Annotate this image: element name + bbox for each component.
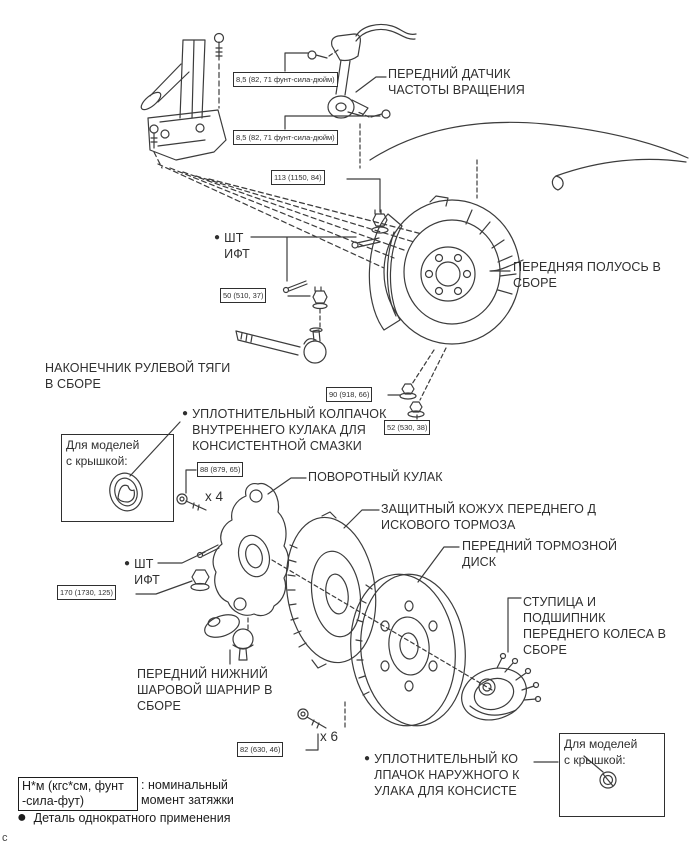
body-panel-lines xyxy=(369,121,689,191)
label-hub-bearing: СТУПИЦА И ПОДШИПНИК ПЕРЕДНЕГО КОЛЕСА В С… xyxy=(523,595,667,657)
torque-spec-ball-joint-nut: 170 (1730, 125) xyxy=(57,585,116,601)
model-note-box-inner-cap: Для моделей с крышкой: xyxy=(61,434,174,522)
torque-unit-meaning: : номинальный момент затяжки xyxy=(141,778,234,807)
ball-joint-nut-drawing xyxy=(135,544,220,595)
hub-bolt-drawing xyxy=(297,701,346,751)
torque-spec-sensor-lower: 8,5 (82, 71 фунт-сила-дюйм) xyxy=(233,130,338,146)
label-front-axle: ПЕРЕДНЯЯ ПОЛУОСЬ В СБОРЕ xyxy=(513,260,661,290)
torque-spec-hub-bolt: 82 (630, 46) xyxy=(237,742,284,758)
label-tie-rod-end: НАКОНЕЧНИК РУЛЕВОЙ ТЯГИ В СБОРЕ xyxy=(45,361,231,391)
label-brake-disc: ПЕРЕДНИЙ ТОРМОЗНОЙ ДИСК xyxy=(462,539,618,569)
label-steering-knuckle: ПОВОРОТНЫЙ КУЛАК xyxy=(308,470,443,484)
torque-spec-upper-nut: 90 (918, 66) xyxy=(326,387,373,403)
torque-spec-sensor-upper: 8,5 (82, 71 фунт-сила-дюйм) xyxy=(233,72,338,88)
label-outer-grease-cap: ● УПЛОТНИТЕЛЬНЫЙ КО ЛПАЧОК НАРУЖНОГО К У… xyxy=(364,752,520,798)
inner-grease-cap-drawing xyxy=(109,421,181,512)
leader-lines xyxy=(284,52,511,272)
speed-sensor-drawing xyxy=(307,23,478,199)
label-brake-dust-cover: ЗАЩИТНЫЙ КОЖУХ ПЕРЕДНЕГО Д ИСКОВОГО ТОРМ… xyxy=(381,502,597,532)
label-speed-sensor: ПЕРЕДНИЙ ДАТЧИК ЧАСТОТЫ ВРАЩЕНИЯ xyxy=(388,67,525,97)
assembly-dashed-lines xyxy=(157,163,423,269)
single-use-dot-icon: ● xyxy=(17,809,27,826)
hub-bearing-drawing xyxy=(461,597,542,721)
single-use-dot-icon: ● xyxy=(182,408,189,419)
single-use-dot-icon: ● xyxy=(214,232,221,243)
label-cotter-pin-top: ● ШТ ИФТ xyxy=(214,231,250,261)
single-use-legend-text: Деталь однократного применения xyxy=(33,811,231,825)
label-inner-grease-cap: ● УПЛОТНИТЕЛЬНЫЙ КОЛПАЧОК ВНУТРЕННЕГО КУ… xyxy=(182,407,387,453)
tie-rod-drawing xyxy=(235,286,328,364)
dust-shield-drawing xyxy=(285,509,380,669)
single-use-dot-icon: ● xyxy=(124,558,131,569)
axle-nut-and-pin-drawing xyxy=(250,209,389,294)
torque-spec-tie-rod-nut: 50 (510, 37) xyxy=(220,288,267,304)
quantity-x6: x 6 xyxy=(320,729,339,744)
model-note-box-outer-cap: Для моделей с крышкой: xyxy=(559,733,665,817)
single-use-dot-icon: ● xyxy=(364,753,371,764)
single-use-legend: ● Деталь однократного применения xyxy=(17,810,230,826)
front-axle-drawing xyxy=(368,195,524,345)
torque-spec-knuckle-bolt: 88 (879, 65) xyxy=(197,462,244,478)
knuckle-bolt-drawing xyxy=(176,469,207,511)
label-cotter-pin-lower: ● ШТ ИФТ xyxy=(124,557,160,587)
torque-spec-lower-nut: 52 (530, 38) xyxy=(384,420,431,436)
lower-nuts-drawing xyxy=(387,347,447,420)
corner-char: c xyxy=(2,832,8,844)
strut-drawing xyxy=(140,32,227,169)
torque-unit-legend-box: Н*м (кгс*см, фунт -сила-фут) xyxy=(18,777,138,811)
outer-grease-cap-drawing xyxy=(533,755,617,789)
quantity-x4: x 4 xyxy=(205,489,224,504)
torque-spec-axle-nut: 113 (1150, 84) xyxy=(271,170,325,186)
knuckle-drawing xyxy=(212,477,307,617)
ball-joint-drawing xyxy=(204,614,254,665)
brake-disc-drawing xyxy=(271,546,493,727)
label-lower-ball-joint: ПЕРЕДНИЙ НИЖНИЙ ШАРОВОЙ ШАРНИР В СБОРЕ xyxy=(137,667,273,713)
